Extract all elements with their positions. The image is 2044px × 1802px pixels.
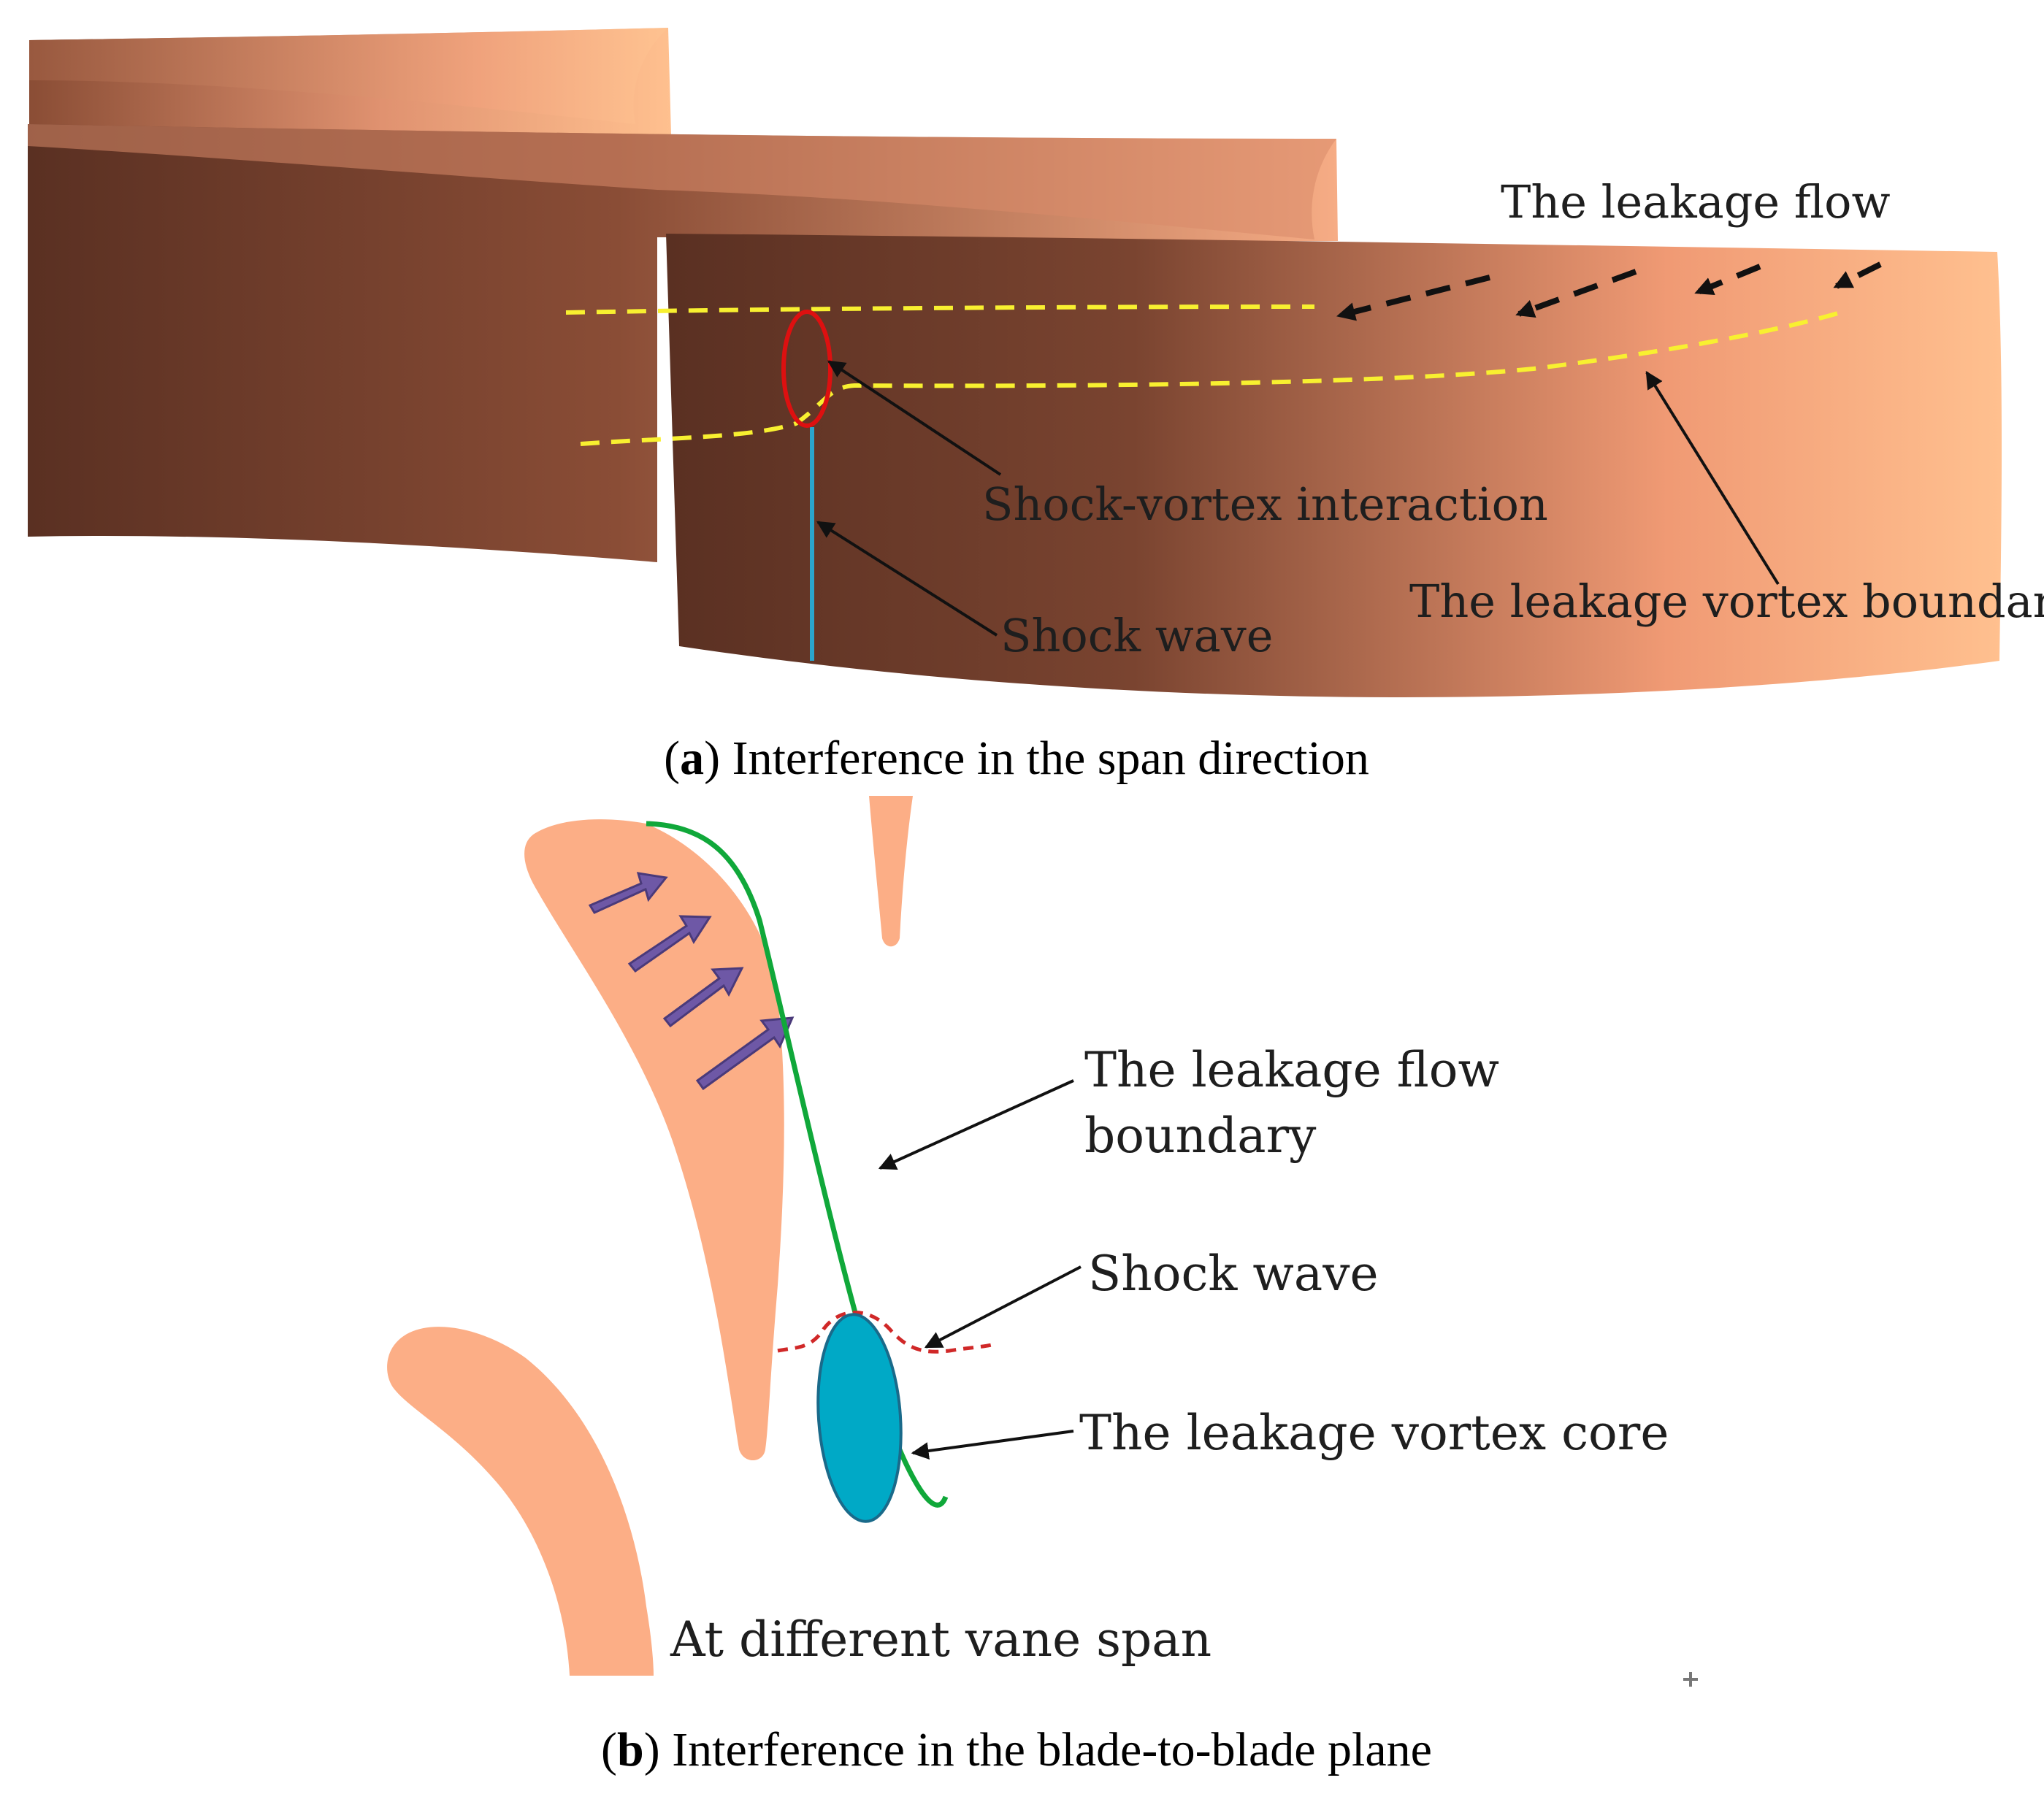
caption-a-text: Interference in the span direction: [732, 732, 1369, 785]
caption-a-letter: a: [680, 732, 704, 785]
caption-b: (b) Interference in the blade-to-blade p…: [601, 1723, 1432, 1776]
leakage-flow-arrows: [1336, 261, 1882, 321]
label-leakage-vortex-boundary: The leakage vortex boundary: [1409, 575, 2044, 628]
purple-flow-arrows: [588, 872, 795, 1091]
label-leakage-flow-boundary-2: boundary: [1084, 1108, 1317, 1164]
label-leakage-flow: The leakage flow: [1501, 175, 1891, 229]
leakage-vortex-core: [816, 1313, 903, 1523]
front-blade: [666, 234, 2002, 697]
label-shock-wave-a: Shock wave: [1000, 609, 1273, 662]
label-leakage-vortex-core: The leakage vortex core: [1079, 1405, 1669, 1461]
panel-a-leaders: [816, 360, 1780, 637]
panel-a: The leakage flow Shock-vortex interactio…: [28, 28, 2044, 785]
flow-arrow-3: [662, 967, 744, 1028]
main-blade: [524, 819, 784, 1460]
flow-arrow-2: [627, 915, 712, 973]
panel-b: The leakage flow boundary Shock wave The…: [387, 796, 1698, 1776]
label-leakage-flow-boundary-1: The leakage flow: [1084, 1042, 1499, 1098]
lower-blade: [387, 1327, 654, 1676]
shock-wave-dashed: [777, 1311, 998, 1354]
back-blade-rim: [29, 28, 668, 124]
label-shock-vortex-interaction: Shock-vortex interaction: [982, 478, 1548, 531]
leakage-vortex-boundary: [580, 308, 1848, 446]
flow-arrow-1: [588, 872, 668, 914]
label-vane-span-note: At different vane span: [670, 1611, 1212, 1668]
caption-b-letter: b: [617, 1723, 644, 1776]
middle-blade: [28, 124, 1338, 562]
caption-a: (a) Interference in the span direction: [664, 732, 1369, 785]
middle-blade-rim: [28, 124, 1336, 239]
plus-mark: [1683, 1672, 1698, 1687]
leakage-flow-boundary-line: [646, 821, 949, 1508]
label-shock-wave-b: Shock wave: [1088, 1246, 1379, 1302]
panel-b-leaders: [878, 1079, 1082, 1460]
caption-b-text: Interference in the blade-to-blade plane: [672, 1723, 1432, 1776]
leakage-boundary-upper: [565, 304, 1315, 315]
upper-thin-blade: [869, 796, 913, 947]
